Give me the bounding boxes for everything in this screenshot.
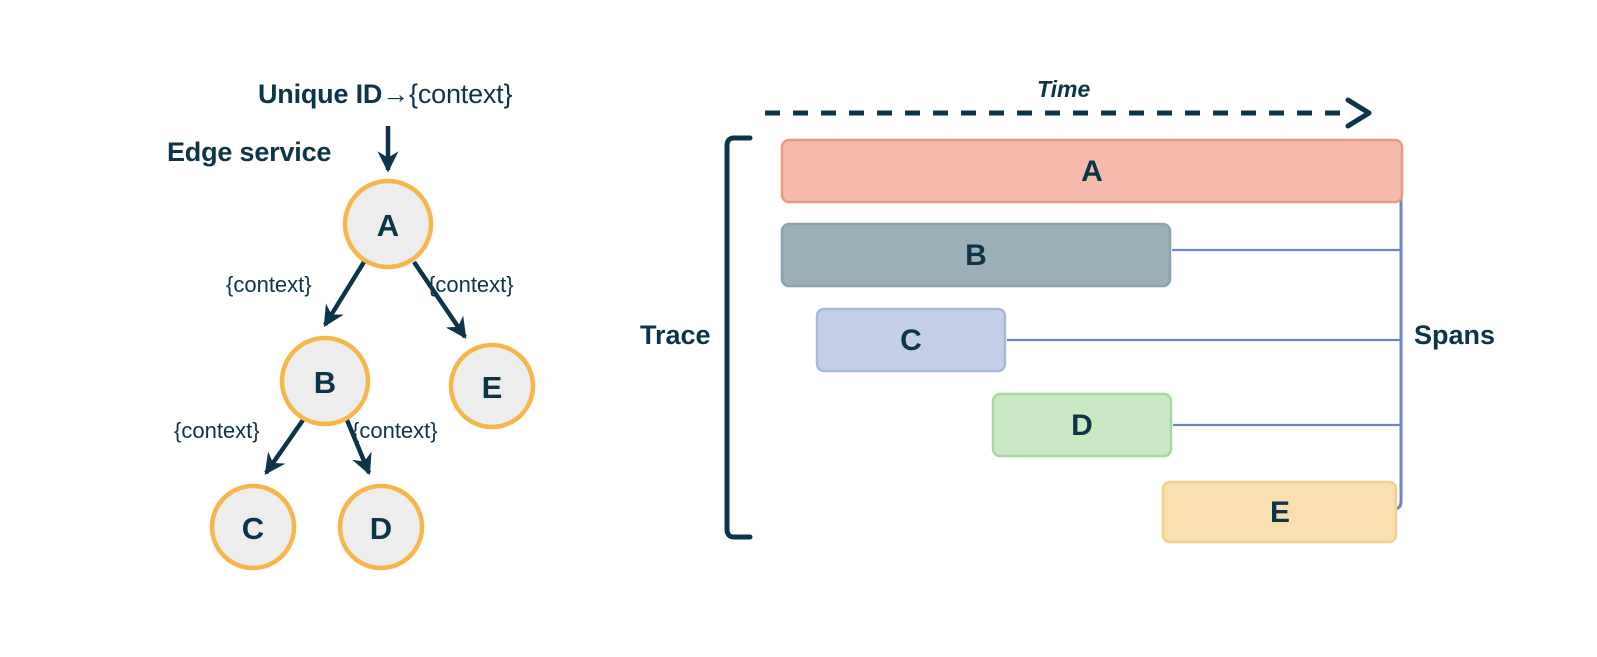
edge-service-label: Edge service xyxy=(167,137,332,167)
edge-label-a-e: {context} xyxy=(428,272,514,297)
edge-label-b-c: {context} xyxy=(174,418,260,443)
unique-id-text: Unique ID xyxy=(258,79,383,109)
span-bar-e[interactable] xyxy=(1161,480,1398,544)
unique-id-context-token: {context} xyxy=(409,79,513,109)
unique-id-arrow-glyph: → xyxy=(382,79,410,109)
edge-label-a-b: {context} xyxy=(226,272,312,297)
tree-node-a[interactable] xyxy=(342,178,434,270)
tree-node-b[interactable] xyxy=(279,335,371,427)
time-axis-arrow xyxy=(765,97,1372,129)
tree-node-c[interactable] xyxy=(209,483,297,571)
span-bar-d[interactable] xyxy=(991,392,1173,458)
span-bar-a[interactable] xyxy=(780,138,1404,204)
unique-id-label: Unique ID→{context} xyxy=(258,79,513,109)
tree-node-e[interactable] xyxy=(448,342,536,430)
edge-a-to-e xyxy=(412,260,467,339)
time-axis-label: Time xyxy=(1037,76,1091,102)
edge-b-to-c xyxy=(264,418,305,475)
trace-label: Trace xyxy=(640,320,711,350)
edge-b-to-d xyxy=(344,419,372,476)
span-bar-c[interactable] xyxy=(815,307,1007,373)
edge-a-to-b xyxy=(323,260,366,327)
spans-label: Spans xyxy=(1414,320,1496,350)
span-bar-b[interactable] xyxy=(780,222,1172,288)
spans-bracket xyxy=(1379,164,1403,511)
trace-bracket xyxy=(724,135,753,540)
edge-label-b-d: {context} xyxy=(352,418,438,443)
tree-node-d[interactable] xyxy=(337,483,425,571)
